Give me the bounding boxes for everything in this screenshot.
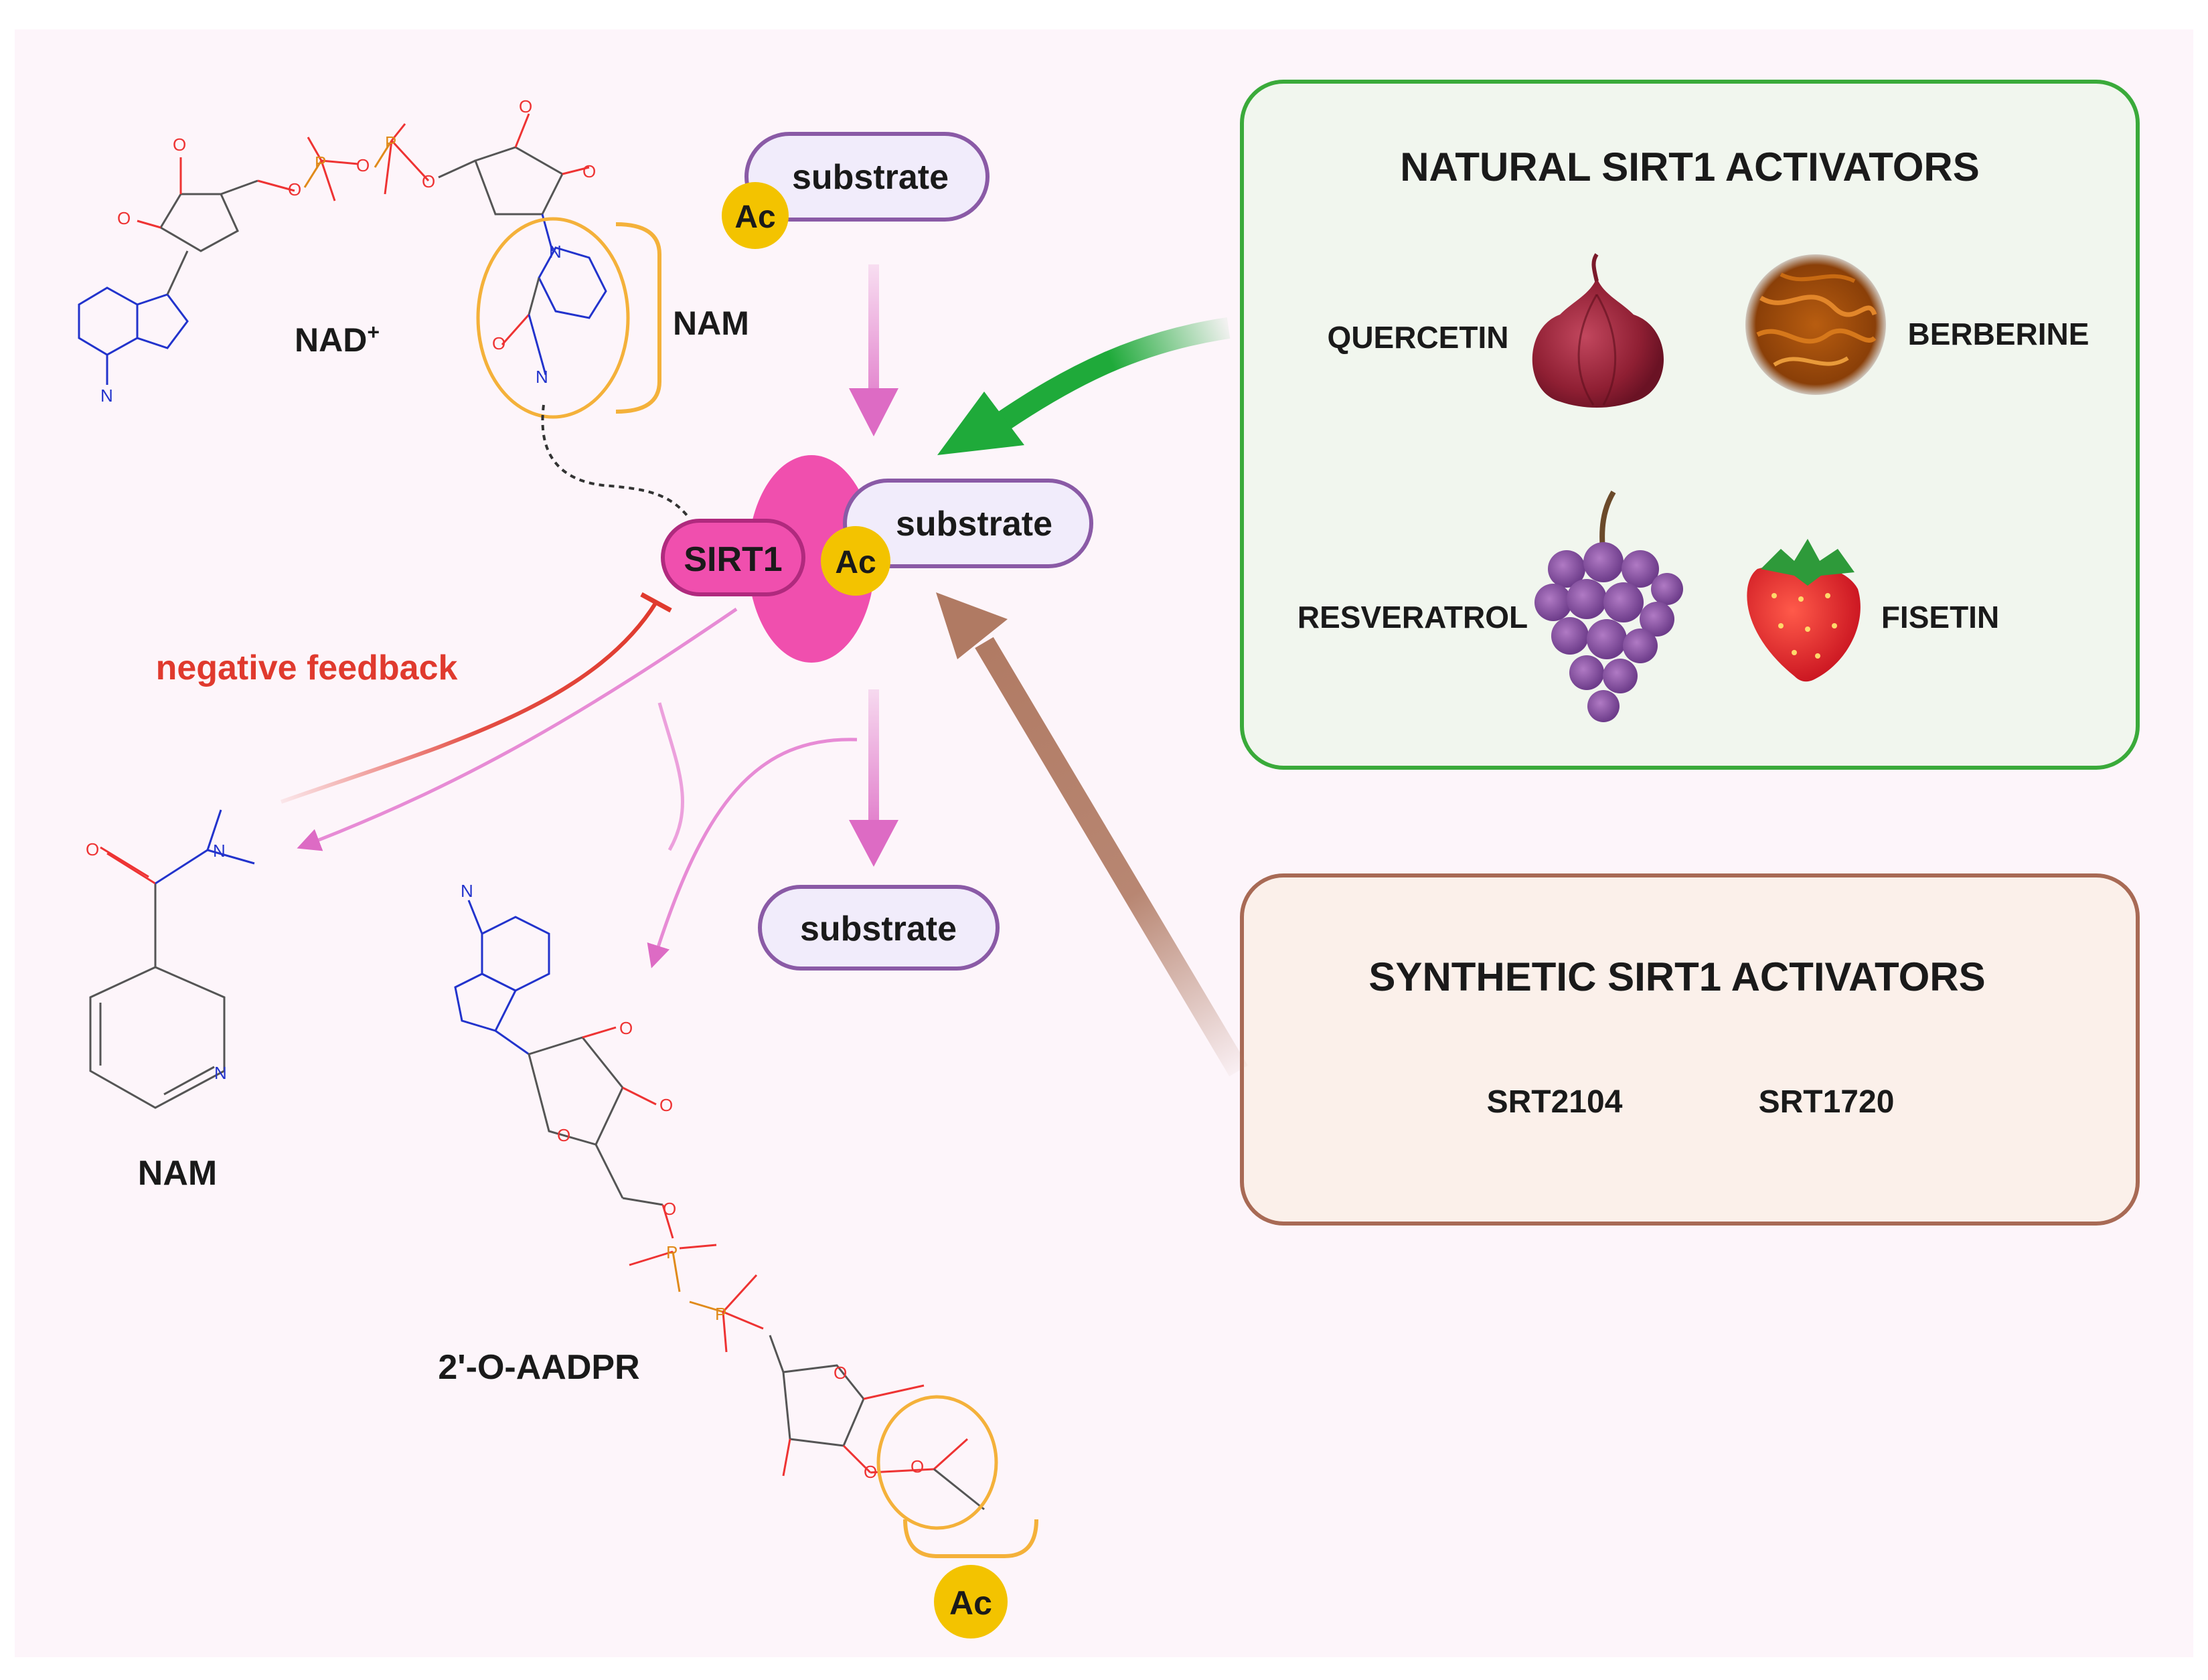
berberine-bowl-icon xyxy=(1745,254,1886,395)
atom-label: P xyxy=(715,1304,726,1324)
atom-label: O xyxy=(911,1456,924,1477)
strawberry-icon xyxy=(1747,539,1861,682)
arrow-to-nam xyxy=(297,607,738,851)
atom-label: P xyxy=(315,153,326,173)
atom-label: O xyxy=(86,839,99,859)
berberine-label: BERBERINE xyxy=(1908,317,2089,351)
atom-label: O xyxy=(422,171,435,191)
atom-label: O xyxy=(519,96,532,116)
product-ac-badge xyxy=(934,1565,1008,1639)
atom-label: O xyxy=(864,1462,877,1482)
pink-arrow-in-shaft xyxy=(868,264,879,392)
nad-label: NAD+ xyxy=(295,320,380,359)
atom-label: N xyxy=(213,841,226,861)
arrow-to-aadpr xyxy=(657,702,684,851)
natural-activators-box xyxy=(1240,80,2140,770)
negative-feedback-label: negative feedback xyxy=(156,649,458,687)
ac-label: Ac xyxy=(734,199,775,235)
synthetic-activators-title: SYNTHETIC SIRT1 ACTIVATORS xyxy=(1368,954,1985,999)
atom-label: O xyxy=(659,1095,673,1115)
bound-ac-label: Ac xyxy=(835,545,876,580)
aadpr-molecule: N O O O O P P O O O xyxy=(454,881,985,1511)
synthetic-activators-box xyxy=(1240,873,2140,1226)
atom-label: O xyxy=(834,1363,847,1383)
srt2104-label: SRT2104 xyxy=(1487,1084,1623,1120)
atom-label: O xyxy=(557,1125,570,1145)
synthetic-activation-arrow-head xyxy=(936,592,1008,659)
srt1720-label: SRT1720 xyxy=(1759,1084,1895,1120)
substrate-input: substrate Ac xyxy=(722,132,990,249)
bound-substrate-pill xyxy=(843,479,1093,568)
sirt1-label: SIRT1 xyxy=(684,540,782,579)
nam-highlight-ring xyxy=(476,217,630,419)
atom-label: O xyxy=(619,1018,633,1038)
quercetin-label: QUERCETIN xyxy=(1328,320,1509,355)
substrate-pill xyxy=(744,132,990,222)
natural-activators-title: NATURAL SIRT1 ACTIVATORS xyxy=(1400,145,1980,189)
atom-label: O xyxy=(288,179,301,199)
grapes-icon xyxy=(1534,490,1683,722)
pink-arrow-out-head xyxy=(849,820,898,867)
binding-dashed-line xyxy=(541,404,691,520)
nad-molecule: O O O P O P O O O N N O N xyxy=(78,96,607,406)
nam-product-label: NAM xyxy=(138,1154,217,1193)
natural-activation-arrow xyxy=(991,317,1231,434)
bound-substrate-label: substrate xyxy=(896,505,1052,543)
nam-bracket-label: NAM xyxy=(673,305,749,342)
arrow-to-aadpr-2 xyxy=(647,738,858,969)
natural-activation-arrow-head xyxy=(937,392,1024,455)
sirt1-enzyme-body xyxy=(748,455,875,663)
atom-label: N xyxy=(214,1063,227,1083)
fisetin-label: FISETIN xyxy=(1881,600,1999,635)
atom-label: P xyxy=(385,133,396,153)
atom-label: O xyxy=(356,155,370,175)
atom-label: P xyxy=(666,1242,678,1262)
aadpr-label: 2'-O-AADPR xyxy=(438,1348,639,1387)
resveratrol-label: RESVERATROL xyxy=(1297,600,1528,635)
atom-label: O xyxy=(492,333,505,353)
atom-label: O xyxy=(663,1199,676,1219)
substrate-label: substrate xyxy=(792,158,949,197)
inhibition-bar xyxy=(640,592,672,613)
pink-arrow-in-head xyxy=(849,388,898,436)
sirt1-pill xyxy=(661,519,805,596)
atom-label: N xyxy=(461,881,473,901)
nam-bracket xyxy=(615,222,661,414)
sirt1-complex: SIRT1 substrate Ac xyxy=(661,455,1093,663)
atom-label: O xyxy=(173,135,186,155)
product-substrate-pill xyxy=(758,885,1000,971)
negative-feedback-line xyxy=(280,601,658,804)
product-substrate-label: substrate xyxy=(800,910,957,948)
atom-label: N xyxy=(100,386,113,406)
nam-molecule: O N N xyxy=(86,809,255,1109)
ac-badge xyxy=(722,182,789,249)
bound-ac-badge xyxy=(821,526,890,596)
ac-highlight-ring xyxy=(876,1395,998,1530)
atom-label: O xyxy=(582,161,596,181)
atom-label: N xyxy=(549,242,562,262)
pink-arrow-out-shaft xyxy=(868,689,879,823)
synthetic-activation-arrow xyxy=(975,637,1248,1077)
atom-label: O xyxy=(117,208,131,228)
ac-bracket xyxy=(903,1519,1038,1558)
product-ac-label: Ac xyxy=(949,1584,992,1622)
atom-label: N xyxy=(536,367,548,387)
onion-icon xyxy=(1532,253,1664,408)
